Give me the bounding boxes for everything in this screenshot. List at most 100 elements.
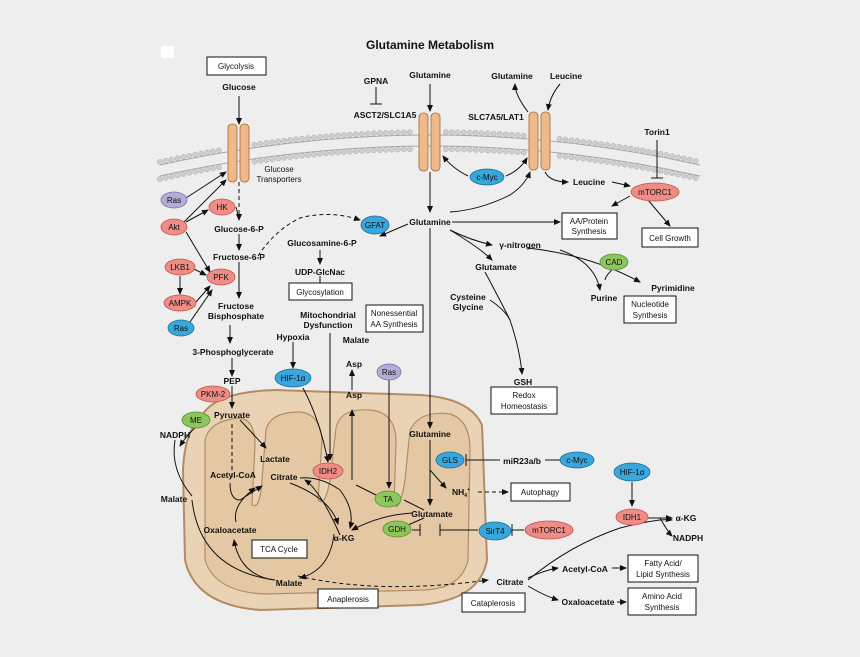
membrane-lipid-head	[371, 130, 377, 137]
membrane-lipid-head	[383, 147, 389, 153]
pill-hk: HK	[208, 198, 236, 216]
mitochondrion	[181, 388, 489, 612]
box-glycosylation: Glycosylation	[288, 282, 353, 301]
pill-ras-1: Ras	[160, 191, 188, 209]
box-cataplerosis: Cataplerosis	[461, 592, 526, 613]
membrane-lipid-head	[317, 151, 323, 157]
svg-text:IDH1: IDH1	[623, 513, 642, 522]
membrane-lipid-head	[400, 129, 407, 136]
membrane-lipid-head	[669, 153, 675, 159]
box-tca-cycle: TCA Cycle	[251, 539, 308, 559]
pill-ta: TA	[374, 490, 402, 508]
pill-ras-2: Ras	[167, 319, 195, 337]
diagram-title: Glutamine Metabolism	[366, 38, 494, 52]
membrane-lipid-head	[168, 156, 175, 163]
membrane-lipid-head	[454, 146, 461, 153]
membrane-lipid-head	[157, 159, 163, 165]
box-nucleotide-synthesis: Nucleotide Synthesis	[623, 295, 677, 324]
label-leucine-in: Leucine	[573, 177, 605, 187]
membrane-lipid-head	[389, 146, 395, 153]
membrane-lipid-head	[305, 152, 311, 158]
membrane-lipid-head	[251, 158, 258, 165]
membrane-lipid-head	[651, 149, 658, 156]
pill-pfk: PFK	[206, 268, 236, 286]
svg-text:SirT4: SirT4	[485, 527, 505, 536]
label-asp-lower: Asp	[346, 390, 362, 400]
membrane-lipid-head	[210, 165, 216, 172]
pill-hif-left: HIF-1α	[274, 368, 312, 388]
label-gamma-nitrogen: γ-nitrogen	[499, 240, 541, 250]
membrane-lipid-head	[341, 132, 347, 138]
box-autophagy: Autophagy	[510, 482, 571, 502]
label-mito-dysfunction-1: Mitochondrial	[300, 310, 356, 320]
membrane-lipid-head	[365, 130, 371, 137]
membrane-lipid-head	[568, 137, 575, 144]
membrane-lipid-head	[460, 146, 467, 153]
svg-text:GFAT: GFAT	[365, 221, 385, 230]
membrane-lipid-head	[198, 167, 204, 174]
membrane-lipid-head	[216, 164, 222, 171]
membrane-lipid-head	[628, 145, 634, 152]
label-glucosamine-6-p: Glucosamine-6-P	[287, 238, 357, 248]
membrane-lipid-head	[174, 172, 181, 179]
membrane-lipid-head	[341, 149, 347, 155]
label-glucose: Glucose	[222, 82, 256, 92]
glucose-transporter	[227, 123, 250, 183]
label-pyrimidine: Pyrimidine	[651, 283, 695, 293]
membrane-lipid-head	[496, 148, 503, 154]
label-nadph-right: NADPH	[673, 533, 703, 543]
membrane-lipid-head	[568, 154, 575, 161]
asct2-transporter	[418, 112, 441, 172]
svg-text:Homeostasis: Homeostasis	[501, 402, 547, 411]
box-redox-homeostasis: Redox Homeostasis	[490, 386, 558, 415]
label-glucose-transporters-2: Transporters	[256, 175, 301, 184]
svg-text:Autophagy: Autophagy	[521, 488, 559, 497]
membrane-lipid-head	[454, 129, 461, 136]
svg-text:Ras: Ras	[174, 324, 188, 333]
membrane-lipid-head	[490, 130, 497, 137]
svg-text:Glycosylation: Glycosylation	[296, 288, 344, 297]
membrane-lipid-head	[329, 150, 335, 156]
pill-gls: GLS	[435, 451, 465, 469]
label-glutamine-cyto: Glutamine	[409, 217, 451, 227]
membrane-lipid-head	[335, 149, 341, 156]
membrane-lipid-head	[406, 129, 413, 135]
membrane-lipid-head	[204, 166, 210, 173]
box-nonessential-aa-synthesis: Nonessential AA Synthesis	[365, 304, 424, 333]
membrane-lipid-head	[604, 159, 610, 165]
membrane-lipid-head	[204, 149, 210, 156]
membrane-lipid-head	[400, 146, 407, 153]
enzyme-pills: Ras HK Akt LKB1 PFK AMPK Ras PKM-2	[160, 168, 680, 541]
svg-text:HK: HK	[216, 203, 228, 212]
label-akg-cyto: α-KG	[676, 513, 697, 523]
svg-text:TCA Cycle: TCA Cycle	[260, 545, 298, 554]
label-glutamate-cyto: Glutamate	[475, 262, 517, 272]
membrane-lipid-head	[592, 140, 599, 147]
membrane-lipid-head	[692, 175, 699, 181]
membrane-lipid-head	[186, 153, 193, 159]
pill-lkb1: LKB1	[164, 258, 196, 276]
label-oxaloacetate-cyto: Oxaloacetate	[562, 597, 615, 607]
membrane-lipid-head	[508, 148, 515, 155]
membrane-lipid-head	[692, 158, 699, 164]
membrane-lipid-head	[460, 129, 467, 136]
membrane-lipid-head	[514, 149, 521, 155]
box-cell-growth: Cell Growth	[641, 227, 699, 248]
membrane-lipid-head	[157, 176, 163, 182]
label-glutamate-mito: Glutamate	[411, 509, 453, 519]
membrane-lipid-head	[478, 147, 485, 153]
membrane-lipid-head	[163, 174, 169, 181]
membrane-lipid-head	[639, 164, 646, 171]
membrane-lipid-head	[490, 147, 497, 154]
pill-pkm2: PKM-2	[195, 385, 231, 403]
label-3-phosphoglycerate: 3-Phosphoglycerate	[192, 347, 274, 357]
pathway-arrows	[173, 83, 673, 605]
label-fructose-1: Fructose	[218, 301, 254, 311]
pill-idh2: IDH2	[312, 462, 344, 480]
box-glycolysis: Glycolysis	[206, 56, 267, 76]
svg-text:GDH: GDH	[388, 525, 406, 534]
svg-text:Redox: Redox	[512, 391, 535, 400]
membrane-lipid-head	[353, 148, 359, 155]
membrane-lipid-head	[287, 137, 293, 143]
label-pyruvate: Pyruvate	[214, 410, 250, 420]
